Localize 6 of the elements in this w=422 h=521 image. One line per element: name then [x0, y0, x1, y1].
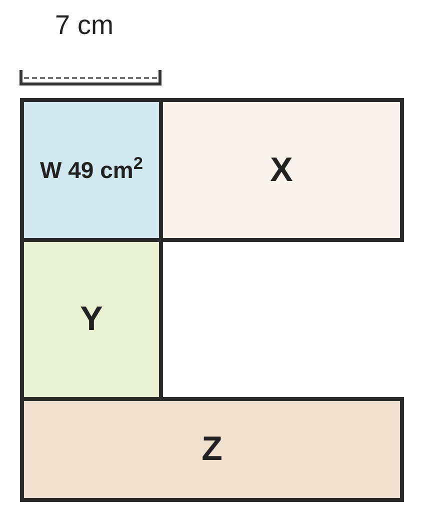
area-label: W 49 cm$^{2}$ [40, 152, 143, 185]
area-rectangle [20, 397, 404, 502]
area-label: Z [202, 429, 222, 470]
area-label: X [270, 150, 293, 190]
area-label: Y [80, 299, 103, 340]
dimension-label: 7 cm [55, 12, 114, 39]
